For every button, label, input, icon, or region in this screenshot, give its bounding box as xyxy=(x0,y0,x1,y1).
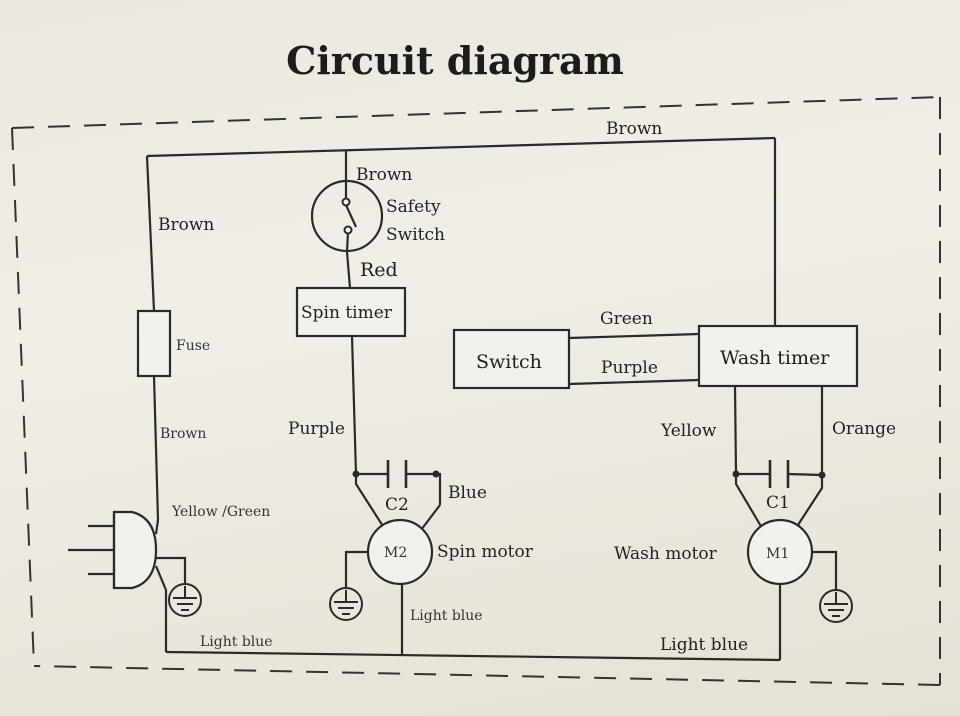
wire-left-brown-lower xyxy=(152,375,160,521)
label-blue: Blue xyxy=(448,483,487,503)
label-red: Red xyxy=(360,259,398,281)
wire-top-brown xyxy=(146,136,776,158)
label-spin-purple: Purple xyxy=(288,419,345,439)
label-switch: Switch xyxy=(476,351,542,373)
fuse xyxy=(136,309,172,378)
label-left-brown: Brown xyxy=(158,215,214,235)
label-orange: Orange xyxy=(832,419,896,439)
wire-c1-to-m1-right xyxy=(795,475,824,529)
wire-c1-to-m1-left xyxy=(734,474,763,529)
label-wash-timer: Wash timer xyxy=(720,347,830,369)
wire-left-brown-upper xyxy=(145,155,156,312)
label-safety-2: Switch xyxy=(386,225,445,245)
label-lightblue-mid: Light blue xyxy=(410,608,483,624)
label-green: Green xyxy=(600,309,653,329)
wire-green xyxy=(568,332,700,340)
diagram-title: Circuit diagram xyxy=(286,38,624,83)
label-m1: M1 xyxy=(766,546,789,562)
wash-timer-box xyxy=(697,324,859,388)
label-purple-mid: Purple xyxy=(601,358,658,378)
label-spin-motor: Spin motor xyxy=(437,542,534,562)
wire-spin-purple xyxy=(350,335,358,475)
wire-m1-earth xyxy=(812,550,838,590)
label-lightblue-left: Light blue xyxy=(200,634,273,650)
label-c1: C1 xyxy=(766,493,790,513)
capacitor-c1 xyxy=(732,460,826,488)
wire-bottom-light-blue xyxy=(165,650,781,662)
enclosure-border xyxy=(11,96,941,686)
label-spin-timer: Spin timer xyxy=(301,303,393,323)
label-fuse: Fuse xyxy=(176,338,210,354)
wire-m2-earth xyxy=(344,550,368,588)
label-yellow-green: Yellow /Green xyxy=(171,504,270,520)
label-safety-brown: Brown xyxy=(356,165,412,185)
wire-c1 xyxy=(736,472,823,477)
plug-icon xyxy=(68,510,168,591)
label-m2: M2 xyxy=(384,545,407,561)
label-top-brown: Brown xyxy=(606,119,662,139)
earth-icon-m1 xyxy=(819,589,853,623)
wire-c2 xyxy=(356,472,442,505)
earth-icon-plug xyxy=(150,556,202,617)
wire-yellow xyxy=(733,385,738,475)
capacitor-c2 xyxy=(352,460,440,488)
earth-icon-m2 xyxy=(329,587,363,621)
label-wash-motor: Wash motor xyxy=(614,544,718,564)
wire-safety-out-red xyxy=(345,251,352,289)
label-left-brown-lower: Brown xyxy=(160,426,206,442)
switch-box xyxy=(452,328,571,390)
label-lightblue-right: Light blue xyxy=(660,635,748,655)
spin-timer-box xyxy=(295,286,407,338)
label-c2: C2 xyxy=(385,495,409,515)
label-safety-1: Safety xyxy=(386,197,441,217)
wire-purple-mid xyxy=(568,378,700,386)
label-yellow: Yellow xyxy=(660,421,717,441)
safety-switch xyxy=(310,179,384,253)
